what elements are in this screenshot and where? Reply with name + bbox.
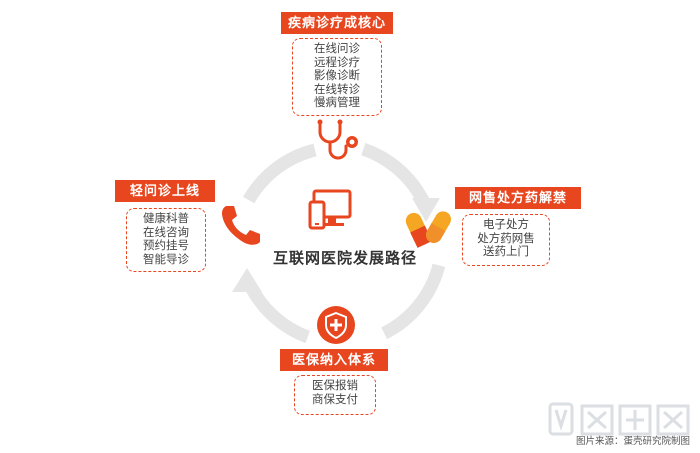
node-top-items: 在线问诊 远程诊疗 影像诊断 在线转诊 慢病管理 — [292, 38, 382, 116]
node-left-items: 健康科普 在线咨询 预约挂号 智能导诊 — [126, 208, 206, 272]
ring-arc-bottom-right — [381, 263, 446, 340]
list-item: 预约挂号 — [143, 240, 189, 252]
list-item: 影像诊断 — [314, 70, 360, 82]
ring-arrow-left — [232, 268, 262, 292]
list-item: 智能导诊 — [143, 253, 189, 266]
list-item: 送药上门 — [483, 246, 529, 258]
list-item: 在线转诊 — [314, 83, 360, 96]
node-right-title: 网售处方药解禁 — [455, 187, 581, 209]
list-item: 慢病管理 — [314, 97, 360, 109]
phone-icon — [222, 206, 260, 245]
ring-arc-top-left — [243, 143, 317, 204]
node-bottom-title: 医保纳入体系 — [280, 349, 388, 371]
list-item: 在线问诊 — [314, 43, 360, 55]
list-item: 在线咨询 — [143, 226, 189, 239]
list-item: 处方药网售 — [477, 232, 535, 245]
source-caption: 图片来源：蛋壳研究院制图 — [575, 436, 690, 447]
node-bottom-items: 医保报销 商保支付 — [294, 375, 376, 415]
list-item: 健康科普 — [143, 213, 189, 225]
list-item: 电子处方 — [483, 219, 529, 231]
list-item: 商保支付 — [312, 393, 358, 406]
ring-arrow-right — [412, 198, 440, 222]
node-right-items: 电子处方 处方药网售 送药上门 — [462, 214, 550, 266]
computer-phone-icon — [308, 189, 352, 230]
stethoscope-icon — [317, 119, 358, 160]
node-left-title: 轻问诊上线 — [115, 180, 215, 202]
ring-arc-top-right — [361, 142, 430, 206]
list-item: 远程诊疗 — [314, 56, 360, 69]
ring-arc-bottom-left — [244, 282, 311, 344]
center-title: 互联网医院发展路径 — [272, 250, 417, 267]
list-item: 医保报销 — [312, 380, 358, 392]
shield-plus-icon — [317, 306, 355, 344]
watermark-logo — [548, 402, 690, 436]
capsule-pill-icon — [405, 211, 451, 248]
node-top-title: 疾病诊疗成核心 — [281, 12, 393, 34]
